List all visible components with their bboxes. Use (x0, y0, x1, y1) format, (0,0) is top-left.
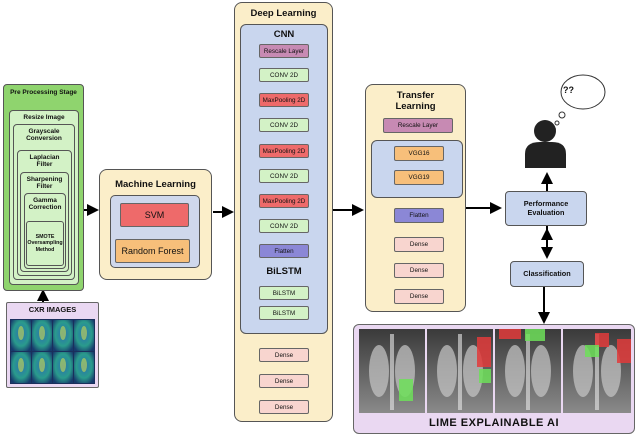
bilstm-layer-1: BiLSTM (259, 286, 309, 300)
resize-image-label: Resize Image (23, 114, 65, 121)
deep-learning-title: Deep Learning (250, 8, 317, 19)
cnn-title: CNN (273, 29, 295, 40)
random-forest-box: Random Forest (115, 239, 190, 263)
performance-evaluation-box: Performance Evaluation (505, 191, 587, 226)
cnn-conv2d-1: CONV 2D (259, 68, 309, 82)
smote-label: SMOTE Oversampling Method (27, 234, 63, 253)
tl-rescale-layer: Rescale Layer (383, 118, 453, 133)
transfer-learning-title: Transfer Learning (395, 90, 436, 113)
smote-box: SMOTE Oversampling Method (26, 221, 64, 266)
lime-xray-strip (359, 329, 631, 413)
tl-dense-2: Dense (394, 263, 444, 278)
bilstm-layer-2: BiLSTM (259, 306, 309, 320)
cnn-conv2d-3: CONV 2D (259, 169, 309, 183)
cnn-maxpool-2: MaxPooling 2D (259, 144, 309, 158)
thought-bubble (560, 74, 606, 110)
cxr-images-title: CXR IMAGES (28, 305, 77, 314)
classification-label: Classification (523, 268, 571, 278)
vgg16-box: VGG16 (394, 146, 444, 161)
cnn-maxpool-3: MaxPooling 2D (259, 194, 309, 208)
vgg19-box: VGG19 (394, 170, 444, 185)
machine-learning-title: Machine Learning (115, 179, 196, 190)
dl-dense-1: Dense (259, 348, 309, 362)
cnn-conv2d-2: CONV 2D (259, 118, 309, 132)
performance-evaluation-label: Performance Evaluation (523, 199, 569, 217)
sharpening-label: Sharpening Filter (26, 176, 63, 191)
dl-dense-3: Dense (259, 400, 309, 414)
cnn-flatten: Flatten (259, 244, 309, 258)
lime-title: LIME EXPLAINABLE AI (428, 417, 560, 429)
cxr-thumbnail-grid (10, 319, 95, 384)
laplacian-label: Laplacian Filter (29, 154, 60, 169)
cnn-rescale-layer: Rescale Layer (259, 44, 309, 58)
gamma-label: Gamma Correction (28, 197, 62, 212)
tl-dense-3: Dense (394, 289, 444, 304)
bilstm-title: BiLSTM (266, 266, 302, 277)
tl-flatten: Flatten (394, 208, 444, 223)
tl-dense-1: Dense (394, 237, 444, 252)
svm-box: SVM (120, 203, 189, 227)
preprocessing-title: Pre Processing Stage (10, 89, 77, 96)
cnn-maxpool-1: MaxPooling 2D (259, 93, 309, 107)
cnn-conv2d-4: CONV 2D (259, 219, 309, 233)
classification-box: Classification (510, 261, 584, 287)
dl-dense-2: Dense (259, 374, 309, 388)
user-icon (525, 74, 606, 168)
thought-text: ?? (563, 85, 574, 95)
grayscale-label: Grayscale Conversion (26, 128, 62, 143)
